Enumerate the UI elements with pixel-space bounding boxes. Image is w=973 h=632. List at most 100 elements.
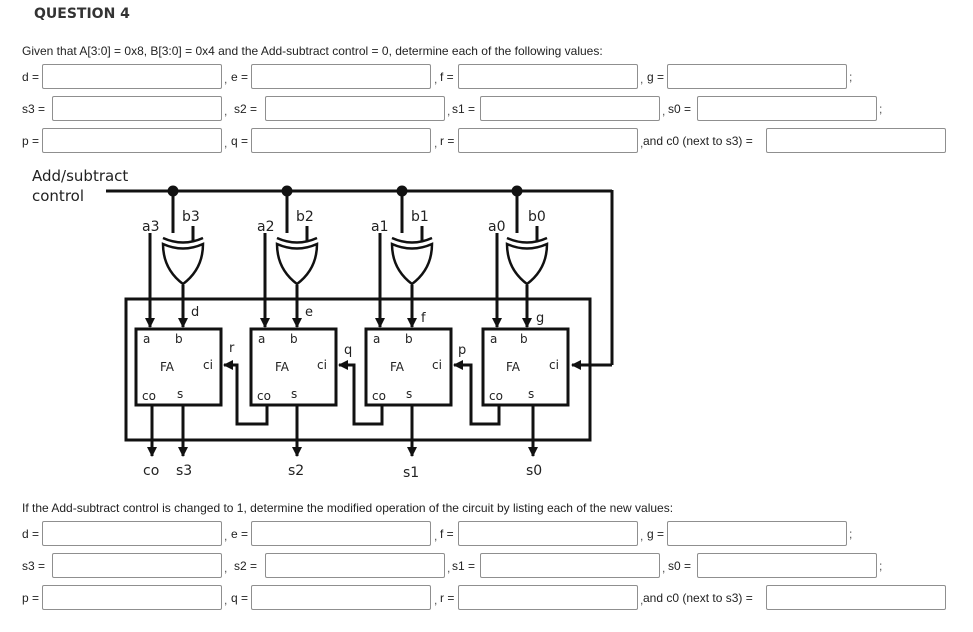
label-g: g = <box>647 70 665 84</box>
answer-s2-field[interactable] <box>265 96 445 121</box>
fa2-label-a: a <box>258 332 265 346</box>
output-label-s3: s3 <box>176 463 192 479</box>
output-label-s2: s2 <box>288 463 304 479</box>
fa0-label-ci: ci <box>549 358 559 372</box>
fa1-label-ci: ci <box>432 358 442 372</box>
input-label-a0: a0 <box>488 219 506 235</box>
fa2-label-s: s <box>291 387 297 401</box>
answer-r-field-part2[interactable] <box>458 585 638 610</box>
label-p: p = <box>22 591 40 605</box>
separator: ; <box>849 70 853 84</box>
fa3-label-b: b <box>175 332 183 346</box>
input-label-b0: b0 <box>528 209 546 225</box>
fa2-label-co: co <box>257 389 271 403</box>
fa3-label-a: a <box>143 332 150 346</box>
answer-s3-field[interactable] <box>52 96 222 121</box>
fa2-label-b: b <box>290 332 298 346</box>
fa1-label-s: s <box>406 387 412 401</box>
answer-c0-field-part2[interactable] <box>766 585 946 610</box>
label-e: e = <box>231 527 249 541</box>
control-label-line1: Add/subtract <box>32 167 128 185</box>
full-adder-0 <box>481 327 570 407</box>
answer-c0-field[interactable] <box>766 128 946 153</box>
adder-enclosure <box>124 297 592 442</box>
separator: , <box>447 561 451 575</box>
output-label-s1: s1 <box>403 465 419 481</box>
input-label-b1: b1 <box>411 209 429 225</box>
label-g: g = <box>647 527 665 541</box>
answer-f-field-part2[interactable] <box>458 521 638 546</box>
fa1-label-b: b <box>405 332 413 346</box>
answer-f-field[interactable] <box>458 64 638 89</box>
answer-s0-field-part2[interactable] <box>697 553 877 578</box>
label-e: e = <box>231 70 249 84</box>
separator: , <box>434 136 438 150</box>
wire-label-r: r <box>229 341 235 356</box>
fa0-label-a: a <box>490 332 497 346</box>
input-label-b3: b3 <box>182 209 200 225</box>
answer-s1-field-part2[interactable] <box>480 553 660 578</box>
separator: , <box>640 72 644 86</box>
answer-s2-field-part2[interactable] <box>265 553 445 578</box>
fa1-label-a: a <box>373 332 380 346</box>
answer-e-field[interactable] <box>251 64 431 89</box>
answer-d-field-part2[interactable] <box>42 521 222 546</box>
full-adder-2 <box>249 327 338 407</box>
fa3-label-s: s <box>177 387 183 401</box>
separator: , <box>447 104 451 118</box>
label-q: q = <box>231 134 249 148</box>
label-d: d = <box>22 70 40 84</box>
wire-label-q: q <box>344 343 352 358</box>
carry-r <box>223 360 269 426</box>
label-c0: and c0 (next to s3) = <box>643 591 753 605</box>
fa2-label-fa: FA <box>275 360 290 374</box>
junction-dot <box>396 185 408 197</box>
separator: , <box>434 593 438 607</box>
label-r: r = <box>440 591 455 605</box>
label-s3: s3 = <box>22 559 46 573</box>
separator: , <box>224 136 228 150</box>
label-s0: s0 = <box>668 559 692 573</box>
answer-s1-field[interactable] <box>480 96 660 121</box>
answer-g-field[interactable] <box>667 64 847 89</box>
question-title: QUESTION 4 <box>34 6 130 22</box>
label-p: p = <box>22 134 40 148</box>
separator: ; <box>849 527 853 541</box>
answer-q-field[interactable] <box>251 128 431 153</box>
question-prompt-2: If the Add-subtract control is changed t… <box>22 501 674 515</box>
full-adder-1 <box>364 327 453 407</box>
fa1-label-fa: FA <box>390 360 405 374</box>
answer-p-field-part2[interactable] <box>42 585 222 610</box>
answer-s3-field-part2[interactable] <box>52 553 222 578</box>
fa2-label-ci: ci <box>317 358 327 372</box>
answer-p-field[interactable] <box>42 128 222 153</box>
xor-gate-1 <box>390 236 434 286</box>
separator: ; <box>879 559 883 573</box>
xor-gate-2 <box>275 236 319 286</box>
answer-d-field[interactable] <box>42 64 222 89</box>
question-prompt-1: Given that A[3:0] = 0x8, B[3:0] = 0x4 an… <box>22 44 603 58</box>
input-label-a3: a3 <box>142 219 160 235</box>
label-q: q = <box>231 591 249 605</box>
output-label-s0: s0 <box>526 463 542 479</box>
fa1-label-co: co <box>372 389 386 403</box>
label-f: f = <box>440 527 454 541</box>
label-s3: s3 = <box>22 102 46 116</box>
answer-g-field-part2[interactable] <box>667 521 847 546</box>
separator: , <box>640 529 644 543</box>
answer-s0-field[interactable] <box>697 96 877 121</box>
input-label-a2: a2 <box>257 219 275 235</box>
answer-r-field[interactable] <box>458 128 638 153</box>
label-s2: s2 = <box>234 559 258 573</box>
label-c0: and c0 (next to s3) = <box>643 134 753 148</box>
wire-label-d: d <box>191 305 199 320</box>
answer-e-field-part2[interactable] <box>251 521 431 546</box>
junction-dot <box>281 185 293 197</box>
separator: , <box>224 72 228 86</box>
fa3-label-fa: FA <box>160 360 175 374</box>
separator: , <box>224 561 228 575</box>
separator: , <box>662 561 666 575</box>
separator: ; <box>879 102 883 116</box>
answer-q-field-part2[interactable] <box>251 585 431 610</box>
